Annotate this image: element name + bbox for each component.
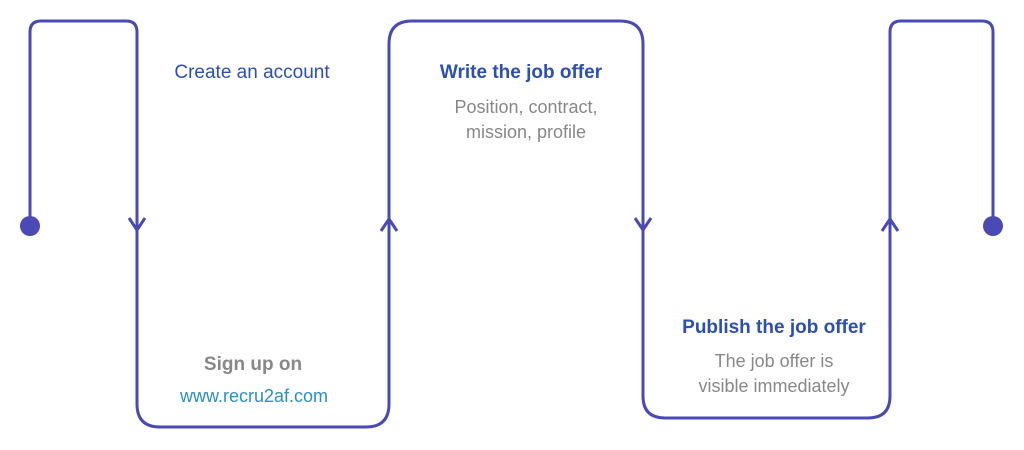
- flow-connector-line: [28, 19, 995, 429]
- step-2-detail-line-1: Position, contract,: [454, 97, 598, 117]
- start-dot-icon: [20, 216, 40, 236]
- step-3-detail-line-2: visible immediately: [698, 376, 850, 396]
- chevron-up-icon: [379, 216, 399, 232]
- step-3-title: Publish the job offer: [682, 317, 866, 338]
- chevron-down-icon: [633, 217, 653, 233]
- chevron-up-icon: [880, 216, 900, 232]
- signup-link[interactable]: www.recru2af.com: [179, 386, 329, 406]
- step-3-detail-line-1: The job offer is: [714, 351, 834, 371]
- end-dot-icon: [983, 216, 1003, 236]
- step-1-detail: Sign up on: [203, 354, 303, 375]
- step-2-title: Write the job offer: [439, 62, 603, 83]
- step-2-detail-line-2: mission, profile: [465, 122, 587, 142]
- chevron-down-icon: [127, 217, 147, 233]
- step-1-title: Create an account: [174, 62, 330, 83]
